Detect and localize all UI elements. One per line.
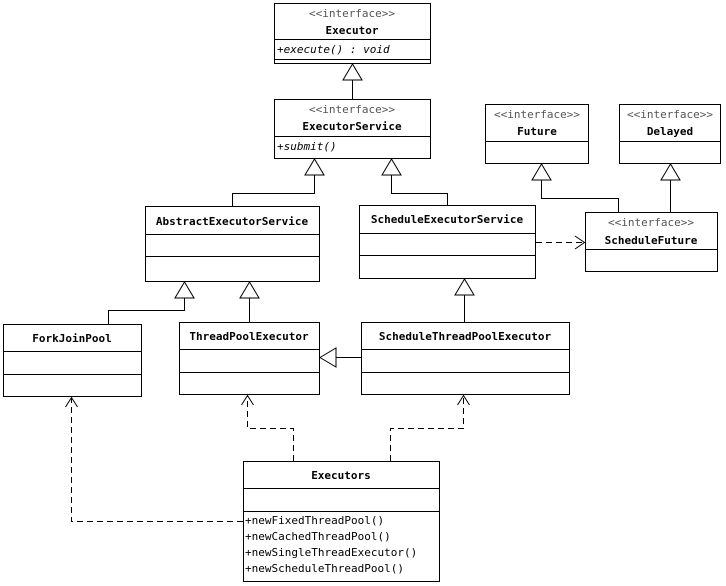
class-executors: Executors +newFixedThreadPool() +newCach… [243,461,440,582]
class-name: ExecutorService [302,120,402,133]
class-name: ScheduleThreadPoolExecutor [379,330,552,343]
edge-schedule-service-depends-schedule-future [536,235,586,250]
method-new-single-thread-executor: +newSingleThreadExecutor() [245,546,417,559]
method-submit: +submit() [277,140,337,153]
edge-fork-join-pool-extends-abstract [108,281,195,325]
method-execute: +execute() : void [277,43,390,56]
stereotype-label: <<interface>> [608,216,694,229]
stereotype-label: <<interface>> [309,7,395,20]
class-name: ScheduleExecutorService [371,213,524,226]
class-name: AbstractExecutorService [156,215,309,228]
stereotype-label: <<interface>> [494,108,580,121]
class-future: <<interface>> Future [485,104,589,164]
class-name: ForkJoinPool [32,332,111,345]
class-name: Delayed [647,125,693,138]
method-new-fixed-thread-pool: +newFixedThreadPool() [245,514,384,527]
class-schedule-thread-pool-executor: ScheduleThreadPoolExecutor [361,322,570,395]
edge-schedule-future-extends-delayed [660,163,681,213]
class-fork-join-pool: ForkJoinPool [3,324,142,397]
method-new-cached-thread-pool: +newCachedThreadPool() [245,530,391,543]
class-delayed: <<interface>> Delayed [619,104,721,164]
edge-schedule-thread-pool-implements-schedule-service [454,278,475,323]
edge-executors-depends-fork-join-pool [65,396,243,522]
class-thread-pool-executor: ThreadPoolExecutor [179,322,320,395]
class-abstract-executor-service: AbstractExecutorService [145,206,320,282]
class-name: Executors [311,469,371,482]
edge-schedule-thread-pool-extends-thread-pool [319,347,362,368]
stereotype-label: <<interface>> [309,103,395,116]
edge-executor-service-extends-executor [342,63,363,100]
stereotype-label: <<interface>> [627,108,713,121]
edge-schedule-future-extends-future [531,163,619,213]
edge-schedule-service-extends-executor-service [381,158,448,206]
class-executor: <<interface>> Executor +execute() : void [274,3,431,64]
edge-executors-depends-schedule-thread-pool [390,394,470,461]
method-new-schedule-thread-pool: +newScheduleThreadPool() [245,562,404,575]
edge-thread-pool-extends-abstract [239,281,260,323]
class-schedule-executor-service: ScheduleExecutorService [359,205,536,279]
class-name: Executor [326,24,379,37]
class-schedule-future: <<interface>> ScheduleFuture [585,212,718,272]
class-executor-service: <<interface>> ExecutorService +submit() [274,99,431,159]
class-name: ScheduleFuture [605,234,698,247]
class-name: Future [517,125,557,138]
class-name: ThreadPoolExecutor [189,330,309,343]
edge-executors-depends-thread-pool [241,394,294,461]
edge-abstract-implements-executor-service [232,158,325,207]
